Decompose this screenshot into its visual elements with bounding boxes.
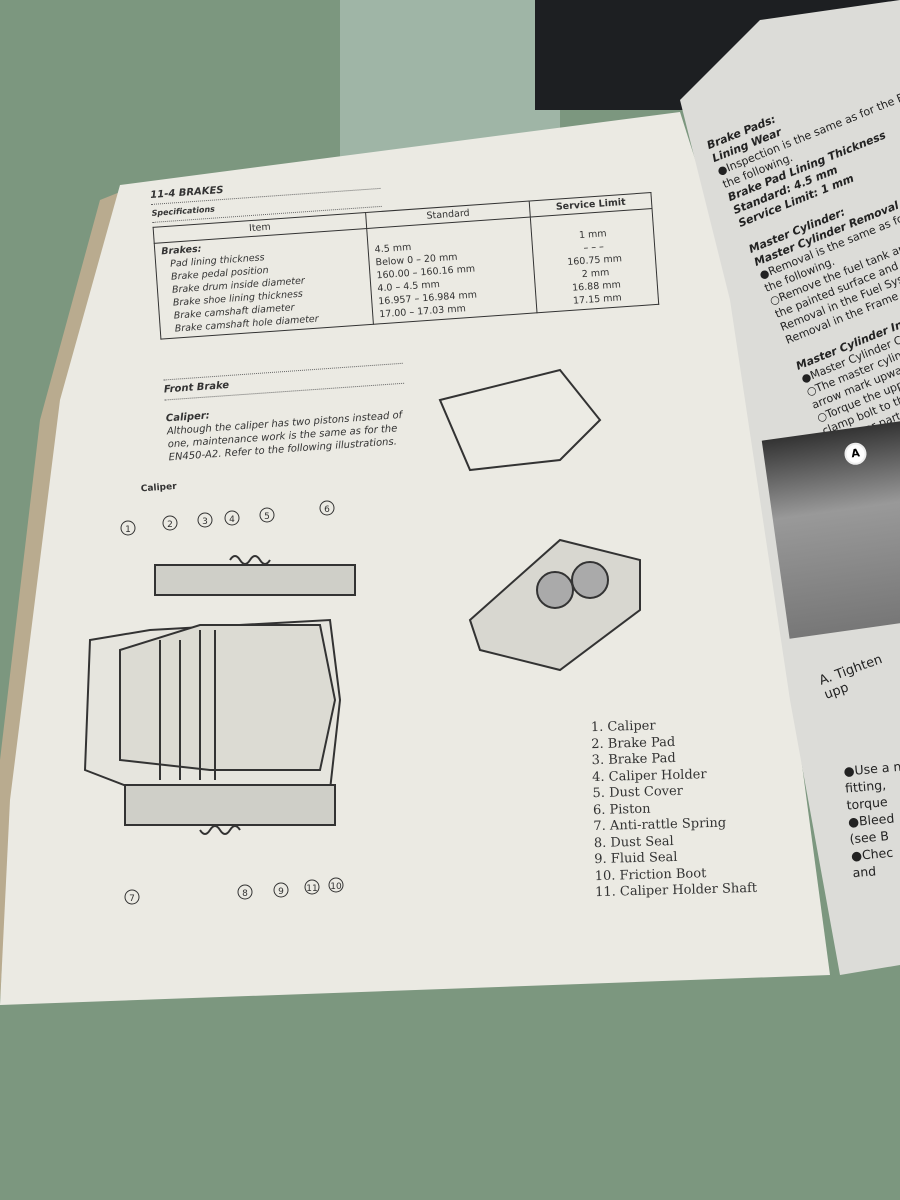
callout-number: 9: [278, 887, 284, 897]
callout-circle: [304, 879, 320, 895]
callout-circle: [124, 889, 140, 905]
callout-number: 10: [330, 882, 342, 892]
brake-photo-illustration: [438, 368, 641, 672]
holder-shaft-bottom: [124, 784, 336, 826]
callout-circle: [237, 884, 253, 900]
callout-number: 1: [125, 525, 131, 535]
callout-circle: [273, 882, 289, 898]
callout-circle: [328, 877, 344, 893]
callout-number: 7: [129, 894, 135, 904]
hands-illustration: [438, 368, 602, 472]
callout-circle: [319, 500, 335, 516]
friction-boot: [199, 825, 241, 835]
callout-number: 11: [306, 884, 317, 894]
callout-number: 4: [229, 515, 235, 525]
photo-marker-a: A: [843, 441, 868, 467]
callout-number: 3: [202, 517, 208, 527]
callout-circle: [120, 520, 136, 536]
callout-number: 5: [264, 512, 270, 522]
piston: [119, 624, 337, 771]
callout-circle: [224, 510, 240, 526]
callout-circle: [162, 515, 178, 531]
callout-number: 6: [324, 505, 330, 515]
callout-circle: [259, 507, 275, 523]
callout-number: 2: [167, 520, 173, 530]
callout-circle: [197, 512, 213, 528]
dust-cover: [229, 555, 271, 565]
callout-number: 8: [242, 889, 248, 899]
holder-shaft-top: [154, 564, 356, 596]
